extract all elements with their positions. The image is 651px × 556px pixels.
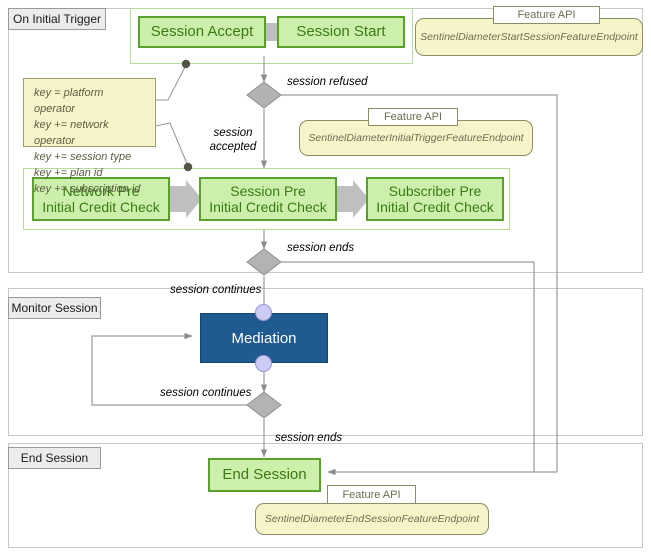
activity-line-2: Initial Credit Check [376, 199, 494, 215]
note-line-5: key += subscription id [34, 182, 141, 195]
edge-label-session-accepted: session accepted [205, 127, 261, 155]
mediation-port-top[interactable] [255, 304, 272, 321]
edge-label-session-ends-2: session ends [275, 432, 343, 444]
feature-api-tab-start-session: Feature API [493, 6, 600, 24]
activity-network-pre-initial-credit-check[interactable]: Network Pre Initial Credit Check [32, 177, 170, 221]
feature-api-start-session: SentinelDiameterStartSessionFeatureEndpo… [415, 18, 643, 56]
feature-api-end-session: SentinelDiameterEndSessionFeatureEndpoin… [255, 503, 489, 535]
activity-line-1: Session Pre [230, 182, 306, 199]
edge-label-session-refused: session refused [287, 76, 368, 88]
activity-end-session[interactable]: End Session [208, 458, 321, 492]
activity-line-1: Network Pre [62, 182, 140, 199]
activity-line-2: Initial Credit Check [209, 199, 327, 215]
feature-api-tab-initial-trigger: Feature API [368, 108, 458, 126]
activity-subscriber-pre-initial-credit-check[interactable]: Subscriber Pre Initial Credit Check [366, 177, 504, 221]
feature-api-endpoint-text: SentinelDiameterStartSessionFeatureEndpo… [420, 31, 638, 43]
lane-tab-end-session[interactable]: End Session [8, 447, 101, 469]
edge-label-session-ends-1: session ends [287, 242, 355, 254]
edge-label-session-continues-1: session continues [170, 284, 262, 296]
activity-session-start[interactable]: Session Start [277, 16, 405, 48]
feature-api-endpoint-text: SentinelDiameterEndSessionFeatureEndpoin… [264, 513, 480, 525]
lane-tab-on-initial-trigger[interactable]: On Initial Trigger [8, 8, 106, 30]
feature-api-endpoint-text: SentinelDiameterInitialTriggerFeatureEnd… [308, 132, 524, 144]
edge-label-line-1: session [213, 127, 253, 139]
activity-line-2: Initial Credit Check [42, 199, 160, 215]
activity-line-1: Subscriber Pre [388, 182, 482, 199]
feature-api-tab-end-session: Feature API [327, 485, 416, 504]
note-key-composition: key = platform operator key += network o… [23, 78, 156, 195]
activity-session-pre-initial-credit-check[interactable]: Session Pre Initial Credit Check [199, 177, 337, 221]
mediation-port-bottom[interactable] [255, 355, 272, 372]
edge-label-line-2: accepted [209, 140, 257, 153]
note-line-2: key += network operator [34, 118, 109, 147]
mediation-label: Mediation [231, 329, 297, 347]
note-line-3: key += session type [34, 150, 132, 163]
activity-session-accept[interactable]: Session Accept [138, 16, 266, 48]
note-line-1: key = platform operator [34, 87, 104, 115]
edge-label-session-continues-2: session continues [160, 387, 252, 399]
lane-tab-monitor-session[interactable]: Monitor Session [8, 297, 101, 319]
note-line-4: key += plan id [34, 166, 103, 179]
